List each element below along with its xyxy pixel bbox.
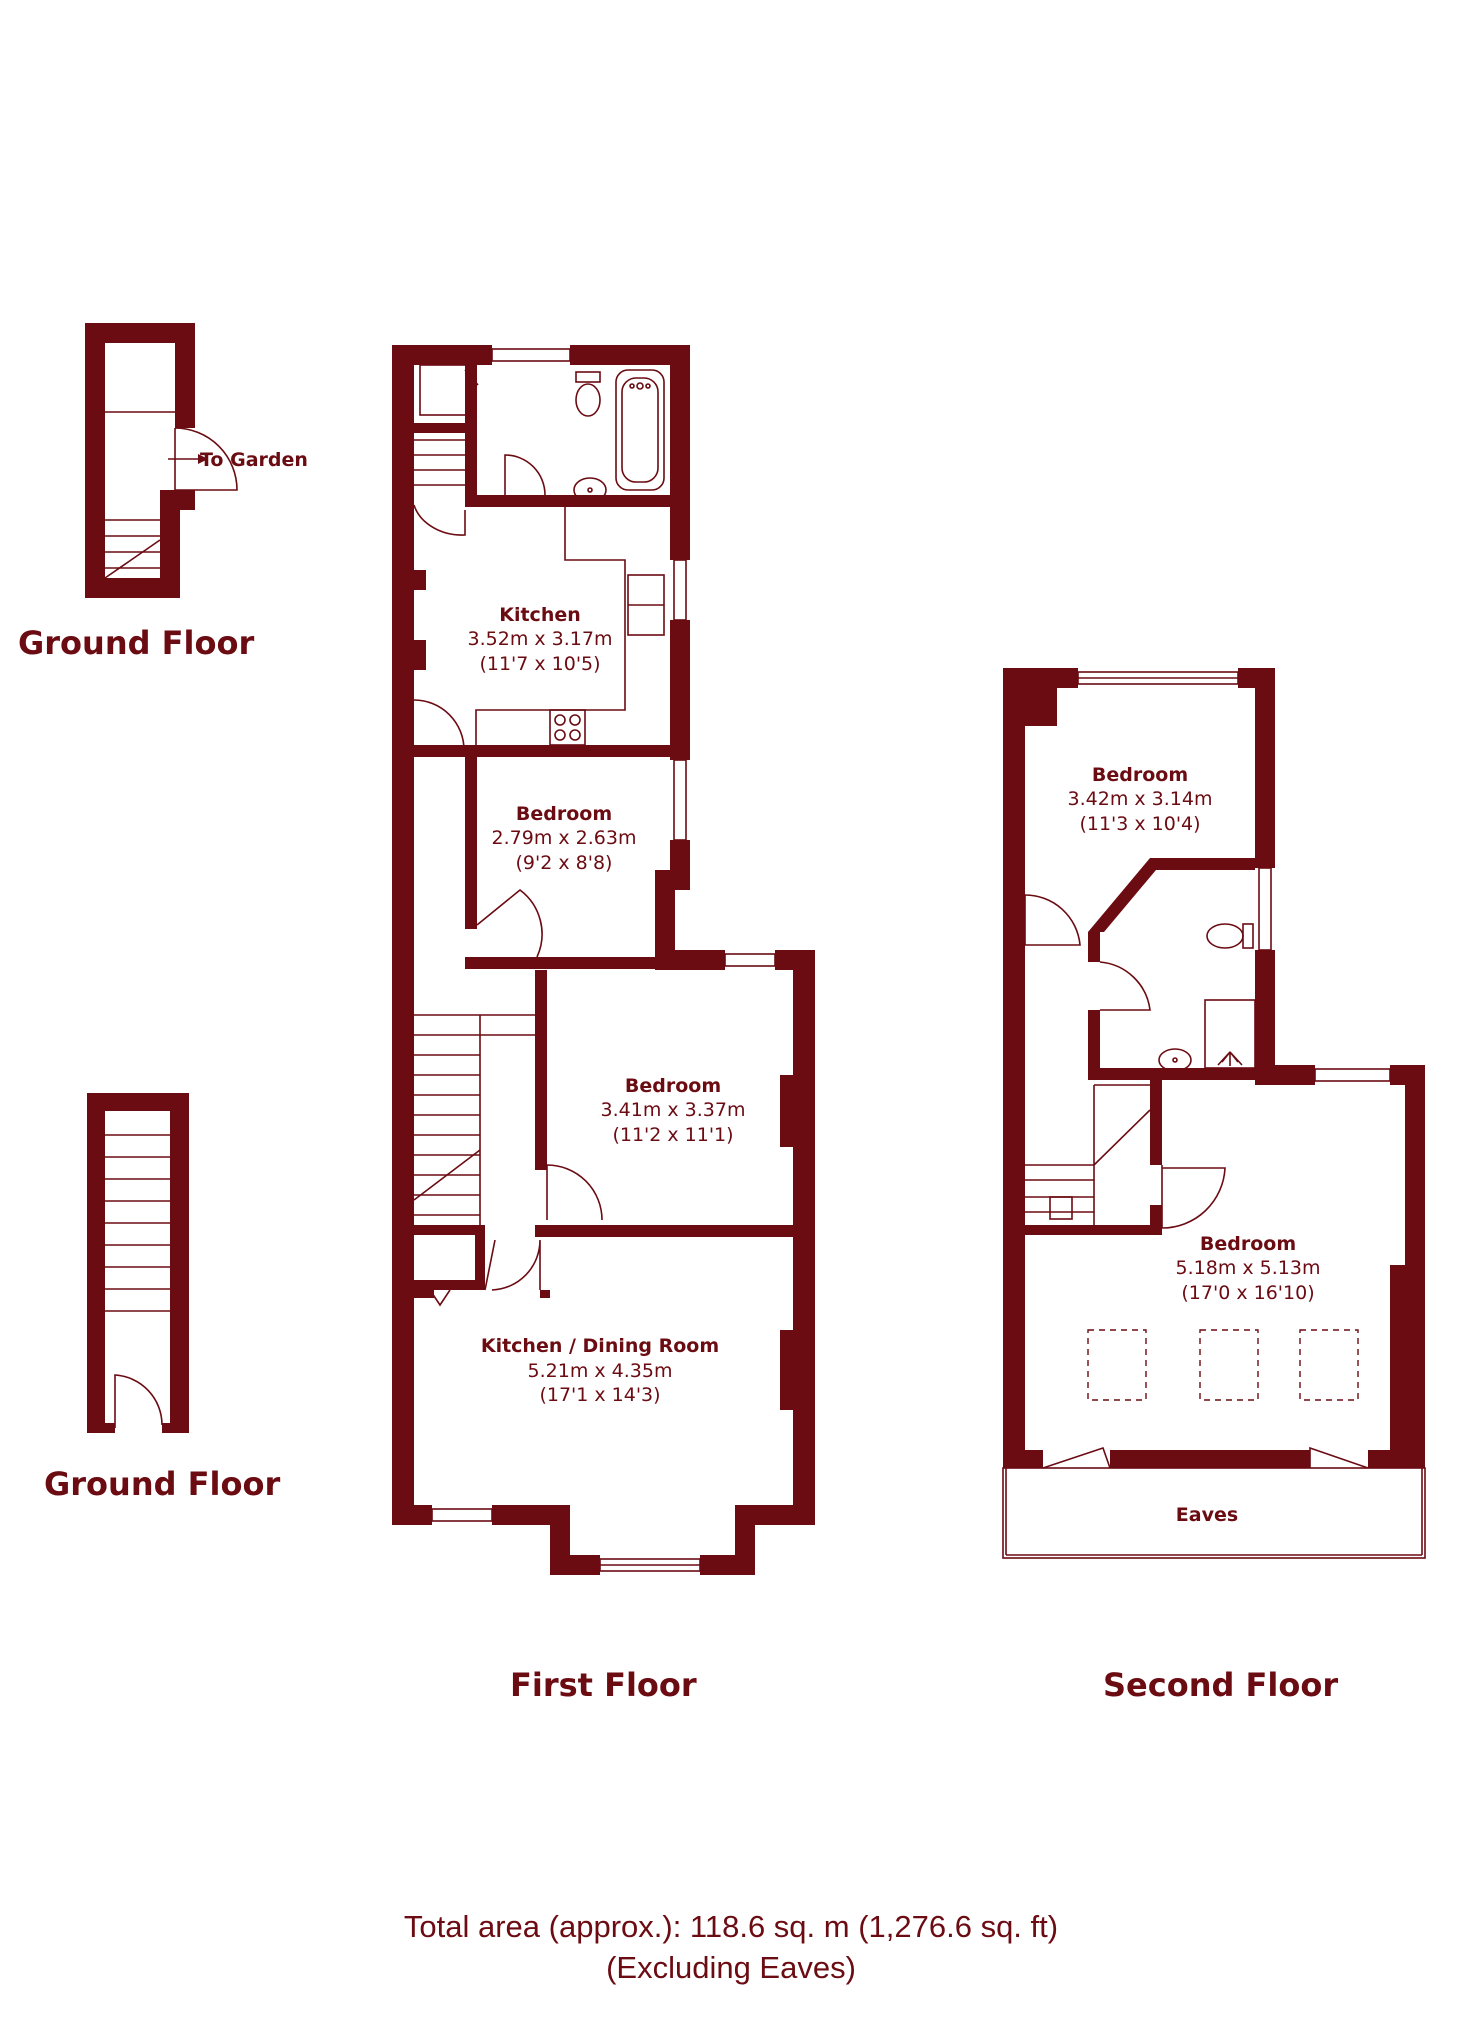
- second-floor-plan: Eaves Bedroom 3.42m x 3.14m (11'3 x 10'4…: [1002, 668, 1426, 1704]
- skylight-left: [1087, 1329, 1147, 1401]
- first-floor-title: First Floor: [510, 1666, 697, 1704]
- kitchen-name: Kitchen: [499, 604, 581, 626]
- toilet-icon: [1206, 923, 1244, 949]
- second-stairs: [1025, 1084, 1151, 1225]
- bedroom-second-main-metric: 5.18m x 5.13m: [1176, 1257, 1321, 1279]
- kitchen-dining-imperial: (17'1 x 14'3): [539, 1384, 660, 1406]
- bedroom-second-main-imperial: (17'0 x 16'10): [1181, 1282, 1314, 1304]
- bathroom-door-icon: [504, 454, 546, 496]
- first-upper-stairs: [413, 439, 466, 536]
- shower-room-fixtures: [1099, 923, 1256, 1072]
- bedroom-second-top-metric: 3.42m x 3.14m: [1068, 788, 1213, 810]
- ground-lower-door-icon: [114, 1374, 163, 1428]
- ground-floor-upper-plan: To Garden Ground Floor: [18, 323, 308, 662]
- bedroom-second-top-imperial: (11'3 x 10'4): [1079, 813, 1200, 835]
- first-main-stairs: [413, 1014, 535, 1225]
- ground-lower-stairs: [105, 1134, 170, 1312]
- total-area-line2: (Excluding Eaves): [606, 1950, 856, 1985]
- ground-upper-stairs: [104, 411, 175, 579]
- skylight-right: [1299, 1329, 1359, 1401]
- basin-icon: [1158, 1048, 1192, 1072]
- eaves-label: Eaves: [1176, 1504, 1238, 1526]
- bedroom-small-imperial: (9'2 x 8'8): [516, 852, 613, 874]
- bedroom-small-metric: 2.79m x 2.63m: [492, 827, 637, 849]
- ground-floor-lower-plan: Ground Floor: [44, 1093, 280, 1503]
- second-main-bedroom-door-icon: [1161, 1165, 1226, 1229]
- eaves-door-left-icon: [1042, 1446, 1111, 1469]
- bedroom-small-name: Bedroom: [516, 803, 612, 825]
- bedroom-second-top-name: Bedroom: [1092, 764, 1188, 786]
- second-top-bedroom-door-icon: [1024, 894, 1081, 946]
- toilet-icon: [575, 383, 601, 417]
- basin-icon: [573, 477, 607, 503]
- second-floor-title: Second Floor: [1103, 1666, 1338, 1704]
- eaves-door-right-icon: [1309, 1446, 1369, 1469]
- kitchen-metric: 3.52m x 3.17m: [468, 628, 613, 650]
- second-windows: [1077, 671, 1391, 1082]
- kitchen-dining-metric: 5.21m x 4.35m: [528, 1360, 673, 1382]
- hob-icon: [549, 709, 586, 746]
- ground-floor-lower-title: Ground Floor: [44, 1465, 280, 1503]
- skylight-middle: [1199, 1329, 1259, 1401]
- first-floor-plan: Kitchen 3.52m x 3.17m (11'7 x 10'5) Bedr…: [392, 345, 815, 1704]
- to-garden-label: To Garden: [200, 449, 308, 471]
- eaves-area: [1002, 1467, 1426, 1559]
- kitchen-imperial: (11'7 x 10'5): [479, 653, 600, 675]
- kitchen-area: [413, 507, 665, 751]
- ground-floor-upper-title: Ground Floor: [18, 624, 254, 662]
- shower-icon: [1204, 999, 1256, 1069]
- first-windows: [431, 348, 776, 1572]
- bedroom-mid-metric: 3.41m x 3.37m: [601, 1099, 746, 1121]
- small-bedroom-door-icon: [476, 888, 543, 958]
- bedroom-mid-name: Bedroom: [625, 1075, 721, 1097]
- kitchen-dining-name: Kitchen / Dining Room: [481, 1335, 719, 1357]
- bedroom-second-main-name: Bedroom: [1200, 1233, 1296, 1255]
- cupboard-door-icon: [491, 1239, 541, 1291]
- bathroom-fixtures: [419, 364, 665, 503]
- bedroom-mid-imperial: (11'2 x 11'1): [612, 1124, 733, 1146]
- total-area-line1: Total area (approx.): 118.6 sq. m (1,276…: [404, 1909, 1058, 1944]
- mid-bedroom-door-icon: [546, 1164, 603, 1221]
